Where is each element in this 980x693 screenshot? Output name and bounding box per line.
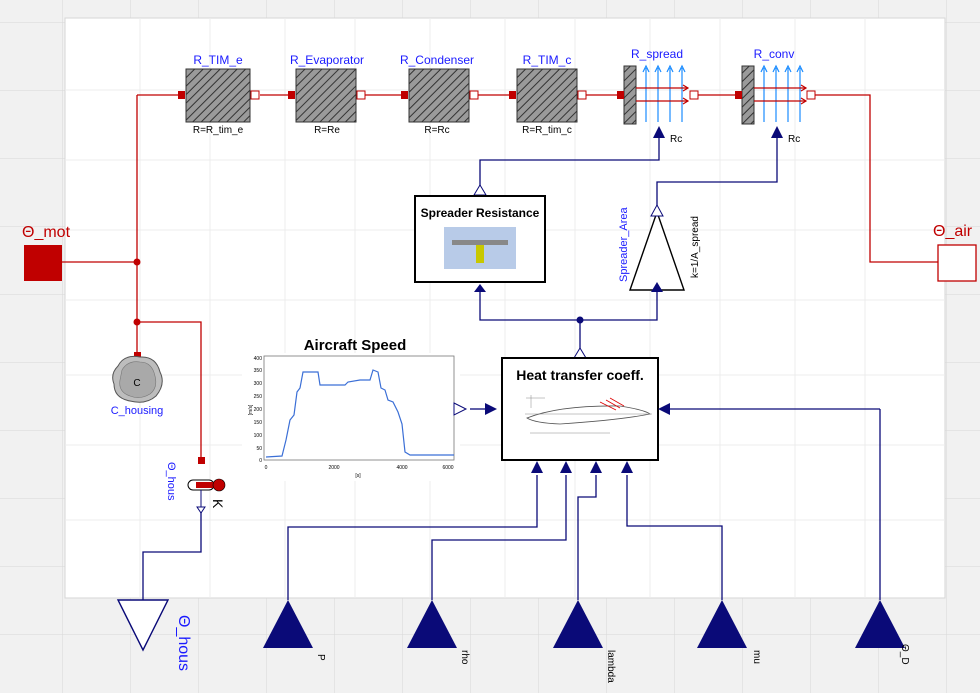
port-theta-mot[interactable]: Θ_mot	[22, 224, 71, 281]
input-p[interactable]: P	[263, 600, 326, 661]
convection-input: Rc	[670, 134, 682, 145]
resistor-r-condenser[interactable]: R_Condenser R=Rc	[400, 53, 479, 136]
output-theta-hous[interactable]: Θ_hous	[116, 599, 192, 671]
port-theta-air[interactable]: Θ_air	[933, 223, 977, 282]
input-rho[interactable]: rho	[407, 600, 470, 665]
input-lambda[interactable]: lambda	[553, 600, 616, 683]
convection-name: R_conv	[754, 47, 795, 61]
y-tick: 250	[254, 394, 263, 400]
y-tick-labels: 400 350 300 250 200 150 100 50 0	[254, 356, 263, 464]
y-tick: 350	[254, 368, 263, 374]
convection-r-spread[interactable]: R_spread Rc	[617, 47, 699, 145]
heat-capacitor[interactable]: C C_housing	[111, 352, 164, 417]
y-tick: 300	[254, 381, 263, 387]
resistor-name: R_TIM_c	[523, 53, 572, 67]
spreader-area-gain[interactable]: Spreader_Area k=1/A_spread	[618, 203, 701, 292]
airfoil-icon	[525, 395, 652, 434]
resistor-param: R=R_tim_c	[522, 125, 572, 136]
sensor-unit: K	[210, 499, 226, 509]
plot-ylabel: [m/s]	[248, 404, 254, 415]
speed-series-line	[265, 369, 454, 458]
signal-connections	[142, 138, 881, 600]
capacitor-name: C_housing	[111, 405, 164, 417]
block-title: Spreader Resistance	[421, 206, 540, 220]
sensor-name: Θ_hous	[165, 462, 177, 501]
output-label: Θ_hous	[175, 615, 192, 671]
x-tick: 4000	[396, 465, 407, 471]
gain-name: Spreader_Area	[618, 207, 630, 282]
input-label: rho	[459, 650, 470, 665]
resistor-param: R=Rc	[424, 125, 449, 136]
resistor-name: R_Condenser	[400, 53, 474, 67]
convection-input: Rc	[788, 134, 800, 145]
resistor-param: R=R_tim_e	[193, 125, 244, 136]
resistor-param: R=Re	[314, 125, 340, 136]
input-label: lambda	[605, 650, 616, 683]
resistor-name: R_Evaporator	[290, 53, 364, 67]
x-tick: 0	[265, 465, 268, 471]
y-tick: 400	[254, 356, 263, 362]
input-theta-d[interactable]: Θ_D	[855, 600, 910, 665]
spreader-resistance-block[interactable]: Spreader Resistance	[414, 184, 546, 292]
input-label: Θ_D	[899, 644, 910, 665]
x-tick: 2000	[328, 465, 339, 471]
plot-xlabel: [s]	[355, 473, 361, 479]
aircraft-speed-block[interactable]: Aircraft Speed 400 350 300 250 200 150 1…	[242, 337, 468, 481]
convection-name: R_spread	[631, 47, 683, 61]
x-tick-labels: 0 2000 4000 6000	[265, 465, 454, 471]
port-label: Θ_air	[933, 223, 973, 240]
gain-param: k=1/A_spread	[690, 216, 701, 278]
resistor-r-tim-c[interactable]: R_TIM_c R=R_tim_c	[509, 53, 587, 136]
x-tick: 6000	[442, 465, 453, 471]
y-tick: 100	[254, 433, 263, 439]
y-tick: 50	[256, 446, 262, 452]
heat-transfer-block[interactable]: Heat transfer coeff.	[485, 347, 670, 473]
input-label: mu	[751, 650, 762, 664]
capacitor-symbol: C	[133, 378, 140, 389]
speed-input-arrow	[485, 403, 497, 415]
y-tick: 200	[254, 407, 263, 413]
y-tick: 150	[254, 420, 263, 426]
temperature-sensor[interactable]: Θ_hous K	[165, 457, 226, 514]
resistor-r-evaporator[interactable]: R_Evaporator R=Re	[288, 53, 366, 136]
thermal-connections	[62, 94, 938, 460]
convection-r-conv[interactable]: R_conv Rc	[735, 47, 816, 145]
input-mu[interactable]: mu	[697, 600, 762, 664]
resistor-name: R_TIM_e	[193, 53, 243, 67]
block-title: Heat transfer coeff.	[516, 367, 644, 383]
resistor-r-tim-e[interactable]: R_TIM_e R=R_tim_e	[178, 53, 260, 136]
input-label: P	[315, 654, 326, 661]
port-label: Θ_mot	[22, 224, 71, 241]
plot-title: Aircraft Speed	[304, 337, 407, 354]
y-tick: 0	[259, 458, 262, 464]
